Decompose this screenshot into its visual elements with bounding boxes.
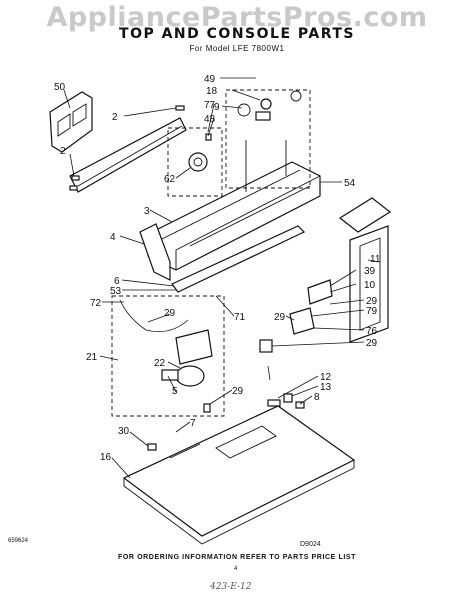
ordering-footer: FOR ORDERING INFORMATION REFER TO PARTS …: [117, 554, 357, 561]
callout: 11: [370, 254, 381, 265]
callout: 54: [344, 178, 356, 189]
callout: 3: [144, 206, 150, 217]
callout: 12: [320, 372, 332, 383]
callout: 49: [204, 74, 216, 85]
callout: 10: [364, 280, 376, 291]
page-number: 4: [234, 566, 238, 572]
part-50-end-cap: [49, 91, 93, 153]
hardware-12-13-8: [267, 393, 305, 409]
callout: 53: [110, 286, 122, 297]
callout: 2: [60, 146, 66, 157]
leader-lines: [63, 77, 381, 479]
callout: 4: [110, 232, 116, 243]
callout: 13: [320, 382, 332, 393]
part-4-bracket: [139, 223, 171, 281]
callout: 29: [274, 312, 286, 323]
diagram-code: D9024: [300, 541, 321, 548]
part-11-side-panel: [338, 197, 392, 343]
callout: 7: [190, 418, 196, 429]
callout: 9: [214, 102, 220, 113]
page-title: TOP AND CONSOLE PARTS: [119, 26, 355, 42]
callout: 50: [54, 82, 66, 93]
callout: 39: [364, 266, 376, 277]
callout: 29: [366, 296, 378, 307]
callout: 29: [232, 386, 244, 397]
model-subtitle: For Model LFE 7800W1: [189, 44, 285, 53]
watermark: AppliancePartsPros.com: [46, 2, 428, 33]
callout: 5: [172, 386, 178, 397]
callout: 29: [164, 308, 176, 319]
callout: 72: [90, 298, 102, 309]
callout: 29: [366, 338, 378, 349]
callout: 16: [100, 452, 112, 463]
callout: 77: [204, 100, 216, 111]
callout: 30: [118, 426, 130, 437]
part-39-switch: [259, 279, 333, 353]
callout: 8: [314, 392, 320, 403]
callout: 6: [114, 276, 120, 287]
part-16-top-panel: [122, 405, 356, 545]
part-6-rail: [171, 225, 306, 293]
callout: 22: [154, 358, 166, 369]
part-21-timer: [161, 329, 213, 413]
part-54-console-body: [147, 140, 321, 271]
part-30-clip: [147, 443, 157, 451]
handwritten-note: 423-E-12: [210, 582, 252, 592]
callout: 76: [366, 326, 378, 337]
callout: 2: [112, 112, 118, 123]
callout: 18: [206, 86, 218, 97]
part-62-knob: [188, 133, 212, 172]
callout: 79: [366, 306, 378, 317]
callout: 21: [86, 352, 98, 363]
left-code: 659624: [8, 538, 29, 544]
callout: 62: [164, 174, 176, 185]
callout: 71: [234, 312, 246, 323]
callout-labels: 50 2 2 3 4 6 53 72 29 21 22 5 7 29 30 16…: [54, 74, 381, 548]
part-49-switch-group: [237, 90, 302, 121]
callout: 48: [204, 114, 216, 125]
